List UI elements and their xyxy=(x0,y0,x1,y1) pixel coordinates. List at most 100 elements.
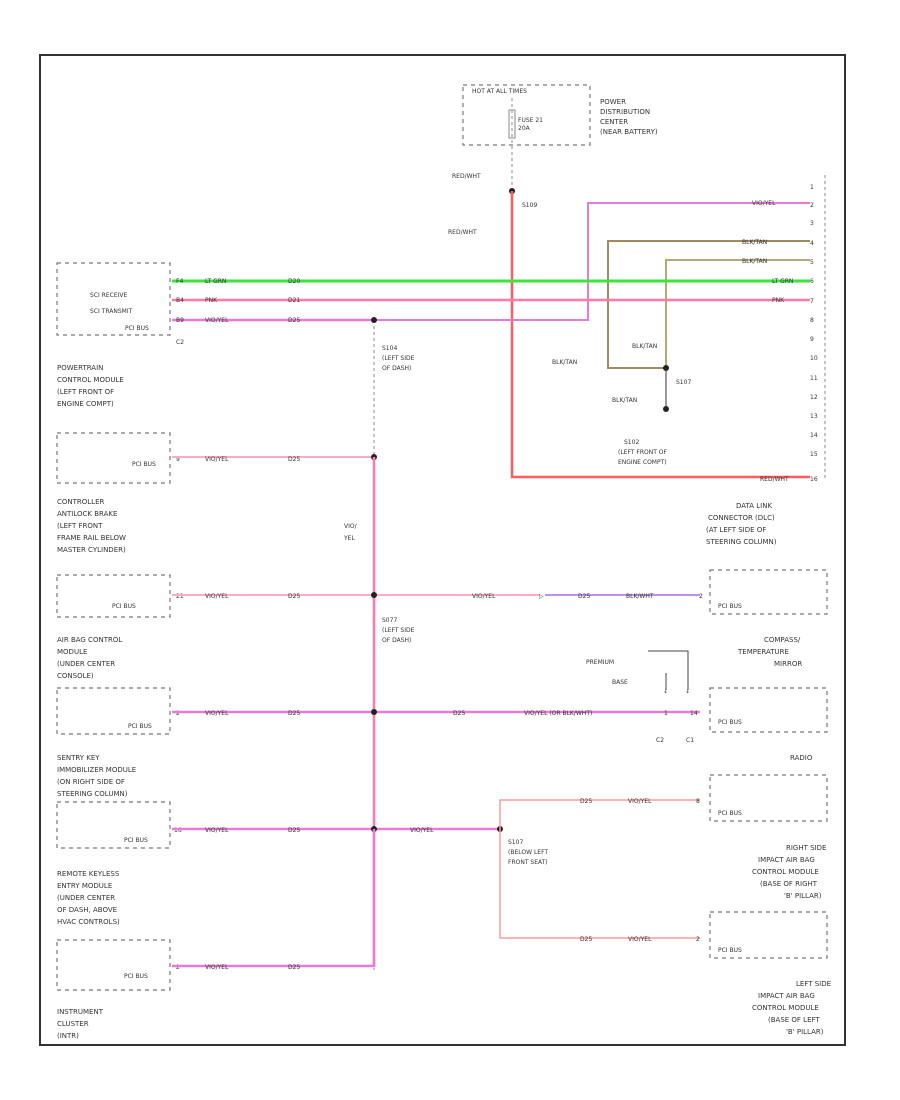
wire-label-dlc-d25: D25 xyxy=(578,593,590,600)
skim-splice-dot xyxy=(371,709,377,715)
svg-text:(AT LEFT SIDE OF: (AT LEFT SIDE OF xyxy=(706,526,766,534)
svg-text:14: 14 xyxy=(810,432,818,439)
svg-text:CONTROLLER: CONTROLLER xyxy=(57,498,105,506)
diagram-frame xyxy=(39,54,846,1046)
wire-label-rke-d25: D25 xyxy=(288,827,300,834)
rke-pin: 16 xyxy=(174,827,182,834)
svg-text:COMPASS/: COMPASS/ xyxy=(764,636,801,644)
svg-text:CONNECTOR (DLC): CONNECTOR (DLC) xyxy=(708,514,775,522)
pcm-connector-c2: C2 xyxy=(176,339,184,346)
wire-label-pnk: PNK xyxy=(205,297,218,304)
svg-text:CONTROL MODULE: CONTROL MODULE xyxy=(752,1004,819,1012)
svg-text:INSTRUMENT: INSTRUMENT xyxy=(57,1008,104,1016)
svg-text:11: 11 xyxy=(810,375,818,382)
wire-label-d20: D20 xyxy=(288,278,300,285)
svg-text:REMOTE KEYLESS: REMOTE KEYLESS xyxy=(57,870,120,878)
wire-label-lt-grn: LT GRN xyxy=(205,278,226,285)
svg-text:(BASE OF RIGHT: (BASE OF RIGHT xyxy=(760,880,818,888)
base-arrow: ↓ xyxy=(663,688,668,695)
splice-s109-label: S109 xyxy=(522,202,537,209)
svg-text:DATA LINK: DATA LINK xyxy=(736,502,772,510)
svg-text:(LEFT FRONT OF: (LEFT FRONT OF xyxy=(618,449,668,456)
svg-text:ENGINE COMPT): ENGINE COMPT) xyxy=(618,459,667,466)
splice-s104-dot xyxy=(371,317,377,323)
svg-text:HVAC CONTROLS): HVAC CONTROLS) xyxy=(57,918,120,926)
svg-text:S102: S102 xyxy=(624,439,639,446)
splice-s107b-label: S107 (BELOW LEFT FRONT SEAT) xyxy=(508,839,548,866)
svg-text:(UNDER CENTER: (UNDER CENTER xyxy=(57,660,115,668)
pdc-location: POWER DISTRIBUTION CENTER (NEAR BATTERY) xyxy=(600,98,658,136)
svg-text:ENGINE COMPT): ENGINE COMPT) xyxy=(57,400,114,408)
cluster-location: INSTRUMENT CLUSTER (INTR) xyxy=(57,1008,104,1040)
premium-path xyxy=(648,650,689,690)
airbag-module-box xyxy=(56,574,171,618)
pcm-pin-b4: B4 xyxy=(176,297,184,304)
wire-label-lside-d25: D25 xyxy=(580,936,592,943)
wire-label-blk-tan-5: BLK/TAN xyxy=(742,258,767,265)
radio-label: RADIO xyxy=(790,754,813,762)
abs-pin: 9 xyxy=(176,456,180,463)
dlc-location: DATA LINK CONNECTOR (DLC) (AT LEFT SIDE … xyxy=(706,502,777,546)
svg-text:10: 10 xyxy=(810,355,818,362)
svg-text:1: 1 xyxy=(810,184,814,191)
wire-label-blk-tan-left: BLK/TAN xyxy=(552,359,577,366)
svg-text:ENTRY MODULE: ENTRY MODULE xyxy=(57,882,112,890)
wire-label-red-wht: RED/WHT xyxy=(448,229,477,236)
svg-text:(BELOW LEFT: (BELOW LEFT xyxy=(508,849,548,856)
svg-text:8: 8 xyxy=(810,317,814,324)
dlc-box xyxy=(709,569,828,615)
wire-label-red-wht-top: RED/WHT xyxy=(452,173,481,180)
wire-label-compass-d25: D25 xyxy=(453,710,465,717)
svg-text:4: 4 xyxy=(810,240,814,247)
pcm-sci-receive: SCI RECEIVE xyxy=(90,292,127,299)
wire-label-cluster-vio-yel: VIO/YEL xyxy=(205,964,229,971)
svg-text:ANTILOCK BRAKE: ANTILOCK BRAKE xyxy=(57,510,117,518)
abs-module-box xyxy=(56,432,171,484)
rke-location: REMOTE KEYLESS ENTRY MODULE (UNDER CENTE… xyxy=(57,870,120,926)
compass-location: COMPASS/ TEMPERATURE MIRROR xyxy=(737,636,802,668)
svg-text:MODULE: MODULE xyxy=(57,648,87,656)
radio-pci-bus: PCI BUS xyxy=(718,810,742,817)
wire-label-rke-vio-yel: VIO/YEL xyxy=(205,827,229,834)
svg-text:MIRROR: MIRROR xyxy=(774,660,802,668)
wire-label-blk-tan-4: BLK/TAN xyxy=(742,239,767,246)
wire-label-radio-d25: D25 xyxy=(580,798,592,805)
cluster-pci-bus: PCI BUS xyxy=(124,973,148,980)
svg-text:STEERING COLUMN): STEERING COLUMN) xyxy=(57,790,128,798)
wire-label-skim-vio-yel: VIO/YEL xyxy=(205,710,229,717)
compass-pci-bus: PCI BUS xyxy=(718,719,742,726)
svg-text:2: 2 xyxy=(810,202,814,209)
wire-label-vio-yel-vertical-2: YEL xyxy=(343,535,355,542)
blk-tan-wire-pin4 xyxy=(607,240,810,369)
wire-label-d25-pcm: D25 xyxy=(288,317,300,324)
pcm-pin-b9: B9 xyxy=(176,317,184,324)
dlc-pin: 2 xyxy=(699,593,703,600)
wire-label-vio-yel-dlc: VIO/YEL xyxy=(752,200,776,207)
splice-s102-label: S102 (LEFT FRONT OF ENGINE COMPT) xyxy=(618,439,668,466)
splice-s107-label: S107 xyxy=(676,379,691,386)
premium-label: PREMIUM xyxy=(586,659,614,666)
compass-connector-c1: C1 xyxy=(686,737,694,744)
svg-text:S077: S077 xyxy=(382,617,397,624)
svg-text:7: 7 xyxy=(810,298,814,305)
skim-box xyxy=(56,687,171,735)
radio-pin: 8 xyxy=(696,798,700,805)
wire-label-lt-grn-dlc: LT GRN xyxy=(772,278,793,285)
wire-label-vio-yel-pcm: VIO/YEL xyxy=(205,317,229,324)
wire-label-red-wht-dlc: RED/WHT xyxy=(760,476,789,483)
svg-text:(INTR): (INTR) xyxy=(57,1032,79,1040)
abs-pci-bus: PCI BUS xyxy=(132,461,156,468)
skim-pci-bus: PCI BUS xyxy=(128,723,152,730)
svg-text:16: 16 xyxy=(810,476,818,483)
red-wht-power-wire xyxy=(510,191,810,479)
svg-text:(ON RIGHT SIDE OF: (ON RIGHT SIDE OF xyxy=(57,778,125,786)
fuse-21-label: FUSE 21 xyxy=(518,117,543,124)
wire-label-pnk-dlc: PNK xyxy=(772,297,785,304)
wire-label-lside-vio-yel: VIO/YEL xyxy=(628,936,652,943)
vio-yel-dlc-wire xyxy=(374,202,810,321)
svg-text:OF DASH): OF DASH) xyxy=(382,365,411,372)
svg-text:9: 9 xyxy=(810,336,814,343)
svg-text:S104: S104 xyxy=(382,345,397,352)
svg-text:CENTER: CENTER xyxy=(600,118,628,126)
